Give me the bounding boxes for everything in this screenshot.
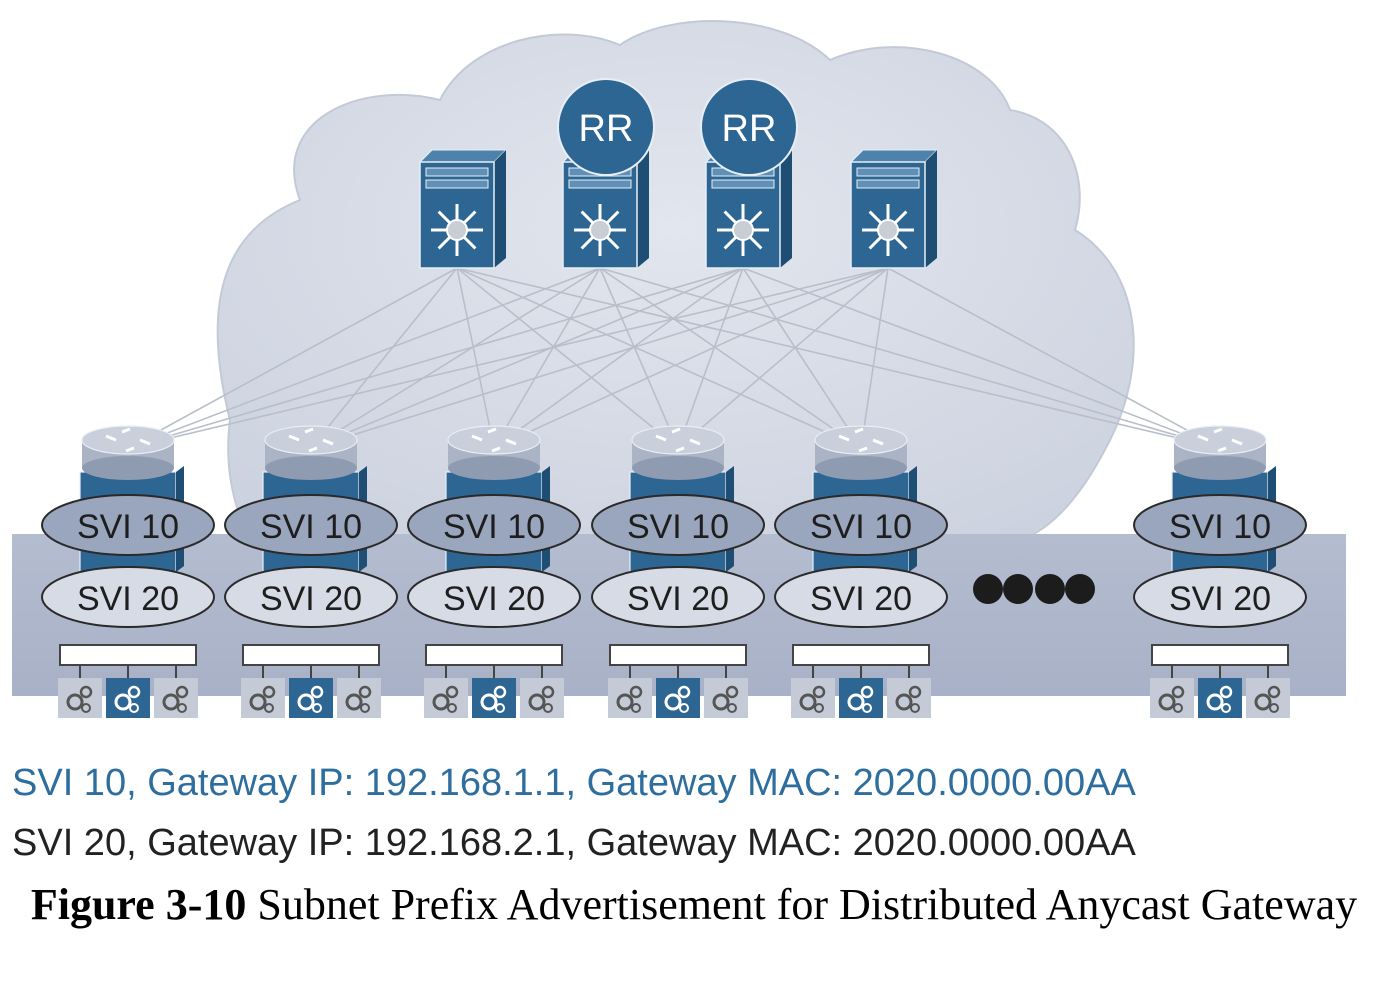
svi20-badge: SVI 20 — [1133, 566, 1307, 628]
server-icon — [424, 678, 468, 718]
server-icon — [887, 678, 931, 718]
link-spine2-leaf1 — [127, 267, 601, 449]
svi20-badge: SVI 20 — [41, 566, 215, 628]
server-icon — [608, 678, 652, 718]
server-icon — [1198, 678, 1242, 718]
link-spine2-leaf4 — [599, 267, 679, 449]
link-spine4-leaf4 — [677, 267, 889, 449]
spine-switch-4 — [849, 149, 939, 269]
link-spine2-leaf6 — [599, 267, 1221, 449]
svi20-badge: SVI 20 — [774, 566, 948, 628]
route-reflector-badge: RR — [557, 78, 655, 176]
attached-hosts — [1150, 644, 1290, 718]
svi20-badge: SVI 20 — [224, 566, 398, 628]
link-spine1-leaf2 — [310, 267, 458, 449]
attached-hosts — [424, 644, 564, 718]
attached-hosts — [791, 644, 931, 718]
svi10-badge: SVI 10 — [407, 494, 581, 556]
svi10-label: SVI 10 — [1169, 508, 1271, 546]
svi10-badge: SVI 10 — [224, 494, 398, 556]
route-reflector-label: RR — [579, 108, 634, 150]
server-icon — [704, 678, 748, 718]
link-spine4-leaf5 — [860, 267, 889, 449]
leaf-switch-4: SVI 10 SVI 20 — [591, 425, 765, 718]
leaf-switch-5: SVI 10 SVI 20 — [774, 425, 948, 718]
svi20-label: SVI 20 — [443, 580, 545, 618]
server-icon — [472, 678, 516, 718]
figure-number: Figure 3-10 — [30, 880, 247, 929]
svi10-label: SVI 10 — [77, 508, 179, 546]
server-icon — [839, 678, 883, 718]
server-icon — [289, 678, 333, 718]
figure-caption: Figure 3-10 Subnet Prefix Advertisement … — [0, 878, 1388, 932]
link-spine2-leaf2 — [310, 267, 601, 449]
route-reflector-label: RR — [722, 108, 777, 150]
link-spine2-leaf5 — [599, 267, 862, 449]
svi10-badge: SVI 10 — [774, 494, 948, 556]
svi20-label: SVI 20 — [77, 580, 179, 618]
svi10-label: SVI 10 — [810, 508, 912, 546]
fabric-diagram: RR RR SVI 10 SVI 20 SVI 10 SVI 20 SVI 10 SVI 2… — [12, 20, 1346, 718]
route-reflector-badge: RR — [700, 78, 798, 176]
leaf-switch-6: SVI 10 SVI 20 — [1133, 425, 1307, 718]
server-icon — [58, 678, 102, 718]
leaf-switch-3: SVI 10 SVI 20 — [407, 425, 581, 718]
svi10-badge: SVI 10 — [41, 494, 215, 556]
server-icon — [106, 678, 150, 718]
link-spine1-leaf6 — [456, 267, 1221, 449]
svi20-label: SVI 20 — [810, 580, 912, 618]
link-spine1-leaf1 — [127, 267, 458, 449]
svi10-badge: SVI 10 — [1133, 494, 1307, 556]
svi20-badge: SVI 20 — [591, 566, 765, 628]
server-icon — [241, 678, 285, 718]
svi10-label: SVI 10 — [260, 508, 362, 546]
link-spine1-leaf4 — [456, 267, 679, 449]
svi20-label: SVI 20 — [260, 580, 362, 618]
spine-switch-2 — [561, 149, 651, 269]
attached-hosts — [241, 644, 381, 718]
attached-hosts — [608, 644, 748, 718]
svi10-badge: SVI 10 — [591, 494, 765, 556]
spine-switch-1 — [418, 149, 508, 269]
svi20-gateway-legend: SVI 20, Gateway IP: 192.168.2.1, Gateway… — [12, 822, 1136, 864]
link-spine3-leaf6 — [742, 267, 1221, 449]
link-spine1-leaf3 — [456, 267, 495, 449]
svi20-badge: SVI 20 — [407, 566, 581, 628]
link-spine3-leaf5 — [742, 267, 862, 449]
spine-layer: RR RR — [418, 78, 939, 269]
link-spine3-leaf4 — [677, 267, 744, 449]
attached-hosts — [58, 644, 198, 718]
svi10-label: SVI 10 — [443, 508, 545, 546]
link-spine4-leaf1 — [127, 267, 889, 449]
server-icon — [337, 678, 381, 718]
server-icon — [791, 678, 835, 718]
svi10-gateway-legend: SVI 10, Gateway IP: 192.168.1.1, Gateway… — [12, 762, 1136, 804]
server-icon — [1150, 678, 1194, 718]
figure-title: Subnet Prefix Advertisement for Distribu… — [246, 880, 1358, 929]
link-spine3-leaf1 — [127, 267, 744, 449]
link-spine4-leaf2 — [310, 267, 889, 449]
more-leaves-ellipsis — [973, 574, 1095, 604]
server-icon — [520, 678, 564, 718]
spine-leaf-links — [127, 267, 1221, 449]
leaf-switch-2: SVI 10 SVI 20 — [224, 425, 398, 718]
svi20-label: SVI 20 — [627, 580, 729, 618]
leaf-switch-1: SVI 10 SVI 20 — [41, 425, 215, 718]
server-icon — [1246, 678, 1290, 718]
svi10-label: SVI 10 — [627, 508, 729, 546]
link-spine4-leaf6 — [887, 267, 1221, 449]
svi20-label: SVI 20 — [1169, 580, 1271, 618]
link-spine3-leaf2 — [310, 267, 744, 449]
link-spine1-leaf5 — [456, 267, 862, 449]
server-icon — [656, 678, 700, 718]
server-icon — [154, 678, 198, 718]
